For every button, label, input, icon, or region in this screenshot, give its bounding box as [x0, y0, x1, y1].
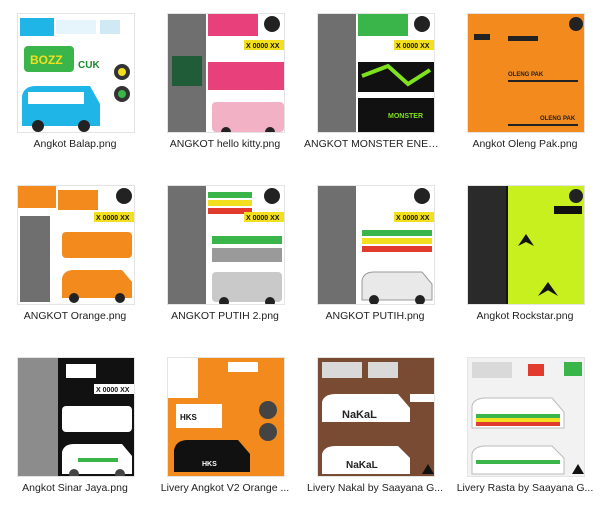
livery-thumbnail-image: X 0000 XX [18, 358, 134, 476]
file-name: Livery Angkot V2 Orange ... [160, 482, 290, 494]
svg-text:X 0000 XX: X 0000 XX [96, 215, 130, 222]
file-thumbnail [467, 185, 585, 305]
svg-text:X 0000 XX: X 0000 XX [246, 215, 280, 222]
svg-text:HKS: HKS [180, 413, 198, 422]
svg-text:BOZZ: BOZZ [30, 53, 63, 67]
livery-thumbnail-image: X 0000 XX [168, 186, 284, 304]
livery-thumbnail-image: HKS HKS [168, 358, 284, 476]
livery-thumbnail-image: X 0000 XX [18, 186, 134, 304]
file-thumbnail: X 0000 XX [17, 185, 135, 305]
file-name: ANGKOT MONSTER ENERG... [304, 138, 450, 150]
file-name: ANGKOT PUTIH.png [325, 310, 425, 322]
file-thumbnail: X 0000 XX [167, 13, 285, 133]
livery-thumbnail-image [468, 358, 584, 476]
livery-thumbnail-image: X 0000 XX MONSTER [318, 14, 434, 132]
svg-text:OLENG PAK: OLENG PAK [540, 116, 576, 122]
file-name: Angkot Balap.png [33, 138, 117, 150]
file-thumbnail: BOZZ CUK [17, 13, 135, 133]
file-tile[interactable]: BOZZ CUK Angkot Balap.png [0, 0, 150, 170]
svg-text:NaKaL: NaKaL [346, 460, 378, 471]
svg-text:X 0000 XX: X 0000 XX [396, 43, 430, 50]
file-tile[interactable]: X 0000 XX ANGKOT PUTIH 2.png [150, 172, 300, 342]
file-name: ANGKOT Orange.png [23, 310, 127, 322]
file-tile[interactable]: Angkot Rockstar.png [450, 172, 600, 342]
file-name: Angkot Rockstar.png [476, 310, 574, 322]
svg-text:MONSTER: MONSTER [388, 113, 423, 120]
file-thumbnail: X 0000 XX [17, 357, 135, 477]
file-thumbnail: X 0000 XX MONSTER [317, 13, 435, 133]
livery-thumbnail-image: X 0000 XX [168, 14, 284, 132]
livery-thumbnail-image: NaKaL NaKaL [318, 358, 434, 476]
livery-thumbnail-image: X 0000 XX [318, 186, 434, 304]
file-tile[interactable]: X 0000 XX Angkot Sinar Jaya.png [0, 344, 150, 510]
file-thumbnail: X 0000 XX [167, 185, 285, 305]
file-tile[interactable]: OLENG PAK OLENG PAK Angkot Oleng Pak.png [450, 0, 600, 170]
svg-text:X 0000 XX: X 0000 XX [96, 387, 130, 394]
file-name: Livery Rasta by Saayana G... [456, 482, 594, 494]
svg-text:NaKaL: NaKaL [342, 409, 377, 421]
file-thumbnail: NaKaL NaKaL [317, 357, 435, 477]
file-tile[interactable]: X 0000 XX ANGKOT PUTIH.png [300, 172, 450, 342]
file-thumbnail: HKS HKS [167, 357, 285, 477]
file-thumbnail [467, 357, 585, 477]
file-name: ANGKOT PUTIH 2.png [171, 310, 279, 322]
livery-thumbnail-image [468, 186, 584, 304]
livery-thumbnail-image: OLENG PAK OLENG PAK [468, 14, 584, 132]
file-name: Angkot Oleng Pak.png [472, 138, 578, 150]
file-thumbnail: X 0000 XX [317, 185, 435, 305]
file-tile[interactable]: NaKaL NaKaL Livery Nakal by Saayana G... [300, 344, 450, 510]
file-name: Angkot Sinar Jaya.png [22, 482, 128, 494]
file-name: ANGKOT hello kitty.png [169, 138, 281, 150]
file-tile[interactable]: X 0000 XX ANGKOT hello kitty.png [150, 0, 300, 170]
file-name: Livery Nakal by Saayana G... [307, 482, 443, 494]
svg-text:OLENG PAK: OLENG PAK [508, 72, 544, 78]
file-tile[interactable]: HKS HKS Livery Angkot V2 Orange ... [150, 344, 300, 510]
svg-text:HKS: HKS [202, 461, 217, 468]
file-tile[interactable]: X 0000 XX ANGKOT Orange.png [0, 172, 150, 342]
file-tile[interactable]: Livery Rasta by Saayana G... [450, 344, 600, 510]
livery-thumbnail-image: BOZZ CUK [18, 14, 134, 132]
file-tile[interactable]: X 0000 XX MONSTER ANGKOT MONSTER ENERG..… [300, 0, 450, 170]
svg-text:CUK: CUK [78, 60, 100, 71]
svg-text:X 0000 XX: X 0000 XX [396, 215, 430, 222]
file-thumbnail: OLENG PAK OLENG PAK [467, 13, 585, 133]
svg-text:X 0000 XX: X 0000 XX [246, 43, 280, 50]
